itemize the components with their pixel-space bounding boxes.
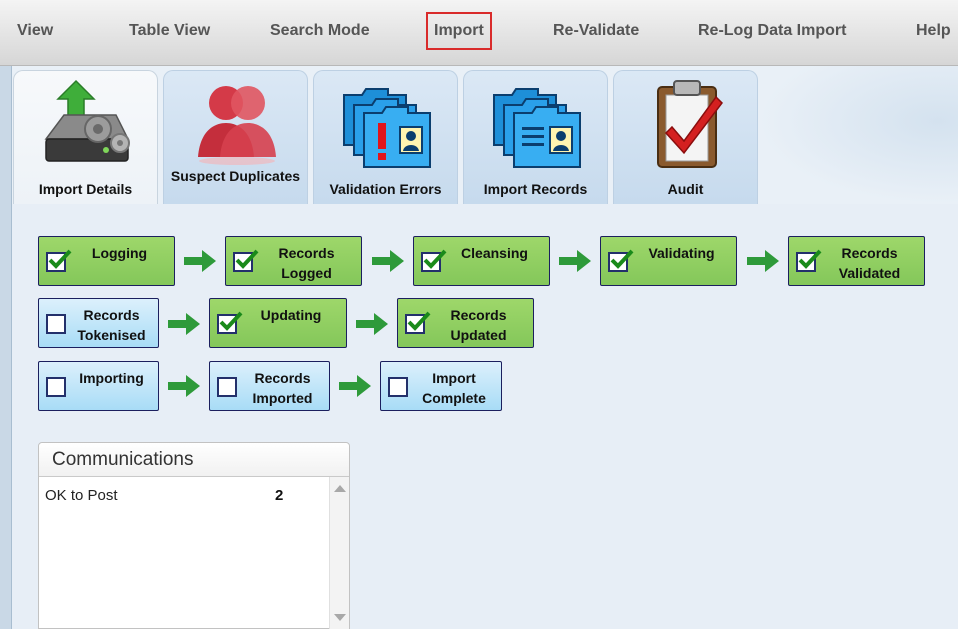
tab-label: Import Records [483, 181, 588, 197]
menu-re-validate[interactable]: Re-Validate [553, 22, 640, 39]
step-checkbox [796, 249, 822, 272]
communications-scrollbar[interactable] [329, 477, 349, 629]
step-checkbox [388, 377, 408, 397]
step-records-logged: Records Logged [225, 236, 362, 286]
top-menu-bar: View Table View Search Mode Import Re-Va… [0, 0, 958, 66]
records-folder-icon [493, 88, 581, 168]
step-label: Records Imported [252, 370, 313, 406]
audit-clipboard-icon [657, 80, 723, 168]
step-updating: Updating [209, 298, 347, 348]
duplicate-person-icon [198, 86, 276, 165]
flow-arrow-icon [184, 250, 216, 272]
communications-item-label[interactable]: OK to Post [45, 487, 118, 504]
tab-label: Import Details [38, 181, 133, 197]
step-records-validated: Records Validated [788, 236, 925, 286]
communications-panel: Communications OK to Post 2 [38, 442, 350, 629]
flow-arrow-icon [747, 250, 779, 272]
step-validating: Validating [600, 236, 737, 286]
server-upload-icon [44, 79, 130, 162]
tab-label: Validation Errors [329, 181, 442, 197]
step-import-complete: Import Complete [380, 361, 502, 411]
tab-import-details[interactable]: Import Details [13, 70, 158, 204]
step-records-updated: Records Updated [397, 298, 534, 348]
step-checkbox [608, 249, 634, 272]
flow-arrow-icon [372, 250, 404, 272]
step-label: Logging [91, 245, 148, 261]
tab-label: Suspect Duplicates [170, 168, 301, 184]
menu-view[interactable]: View [17, 22, 54, 39]
step-records-tokenised: Records Tokenised [38, 298, 159, 348]
flow-arrow-icon [356, 313, 388, 335]
step-label: Import Complete [422, 370, 486, 406]
step-label: Records Tokenised [77, 307, 146, 343]
step-checkbox [217, 311, 243, 334]
step-checkbox [46, 249, 72, 272]
menu-search-mode[interactable]: Search Mode [270, 22, 370, 39]
step-label: Updating [260, 307, 322, 323]
tab-suspect-duplicates[interactable]: Suspect Duplicates [163, 70, 308, 204]
menu-help[interactable]: Help [916, 22, 951, 39]
flow-arrow-icon [168, 313, 200, 335]
step-label: Importing [79, 370, 144, 386]
step-checkbox [421, 249, 447, 272]
step-cleansing: Cleansing [413, 236, 550, 286]
left-edge-strip [0, 66, 12, 629]
step-checkbox [46, 377, 66, 397]
error-folder-icon [343, 88, 431, 168]
tab-audit[interactable]: Audit [613, 70, 758, 204]
step-records-imported: Records Imported [209, 361, 330, 411]
flow-arrow-icon [168, 375, 200, 397]
flow-arrow-icon [339, 375, 371, 397]
step-checkbox [233, 249, 259, 272]
communications-item-count: 2 [275, 487, 284, 504]
step-checkbox [405, 311, 431, 334]
tab-validation-errors[interactable]: Validation Errors [313, 70, 458, 204]
menu-import[interactable]: Import [426, 12, 492, 50]
scroll-up-icon[interactable] [334, 485, 346, 492]
step-importing: Importing [38, 361, 159, 411]
tab-label: Audit [667, 181, 704, 197]
step-label: Records Validated [838, 245, 901, 281]
tab-import-records[interactable]: Import Records [463, 70, 608, 204]
menu-re-log-data-import[interactable]: Re-Log Data Import [698, 22, 847, 39]
step-label: Cleansing [461, 245, 528, 261]
step-label: Records Logged [278, 245, 335, 281]
communications-title: Communications [39, 443, 349, 477]
step-logging: Logging [38, 236, 175, 286]
scroll-down-icon[interactable] [334, 614, 346, 621]
step-label: Records Updated [450, 307, 507, 343]
flow-arrow-icon [559, 250, 591, 272]
step-label: Validating [648, 245, 715, 261]
menu-table-view[interactable]: Table View [129, 22, 211, 39]
step-checkbox [217, 377, 237, 397]
step-checkbox [46, 314, 66, 334]
